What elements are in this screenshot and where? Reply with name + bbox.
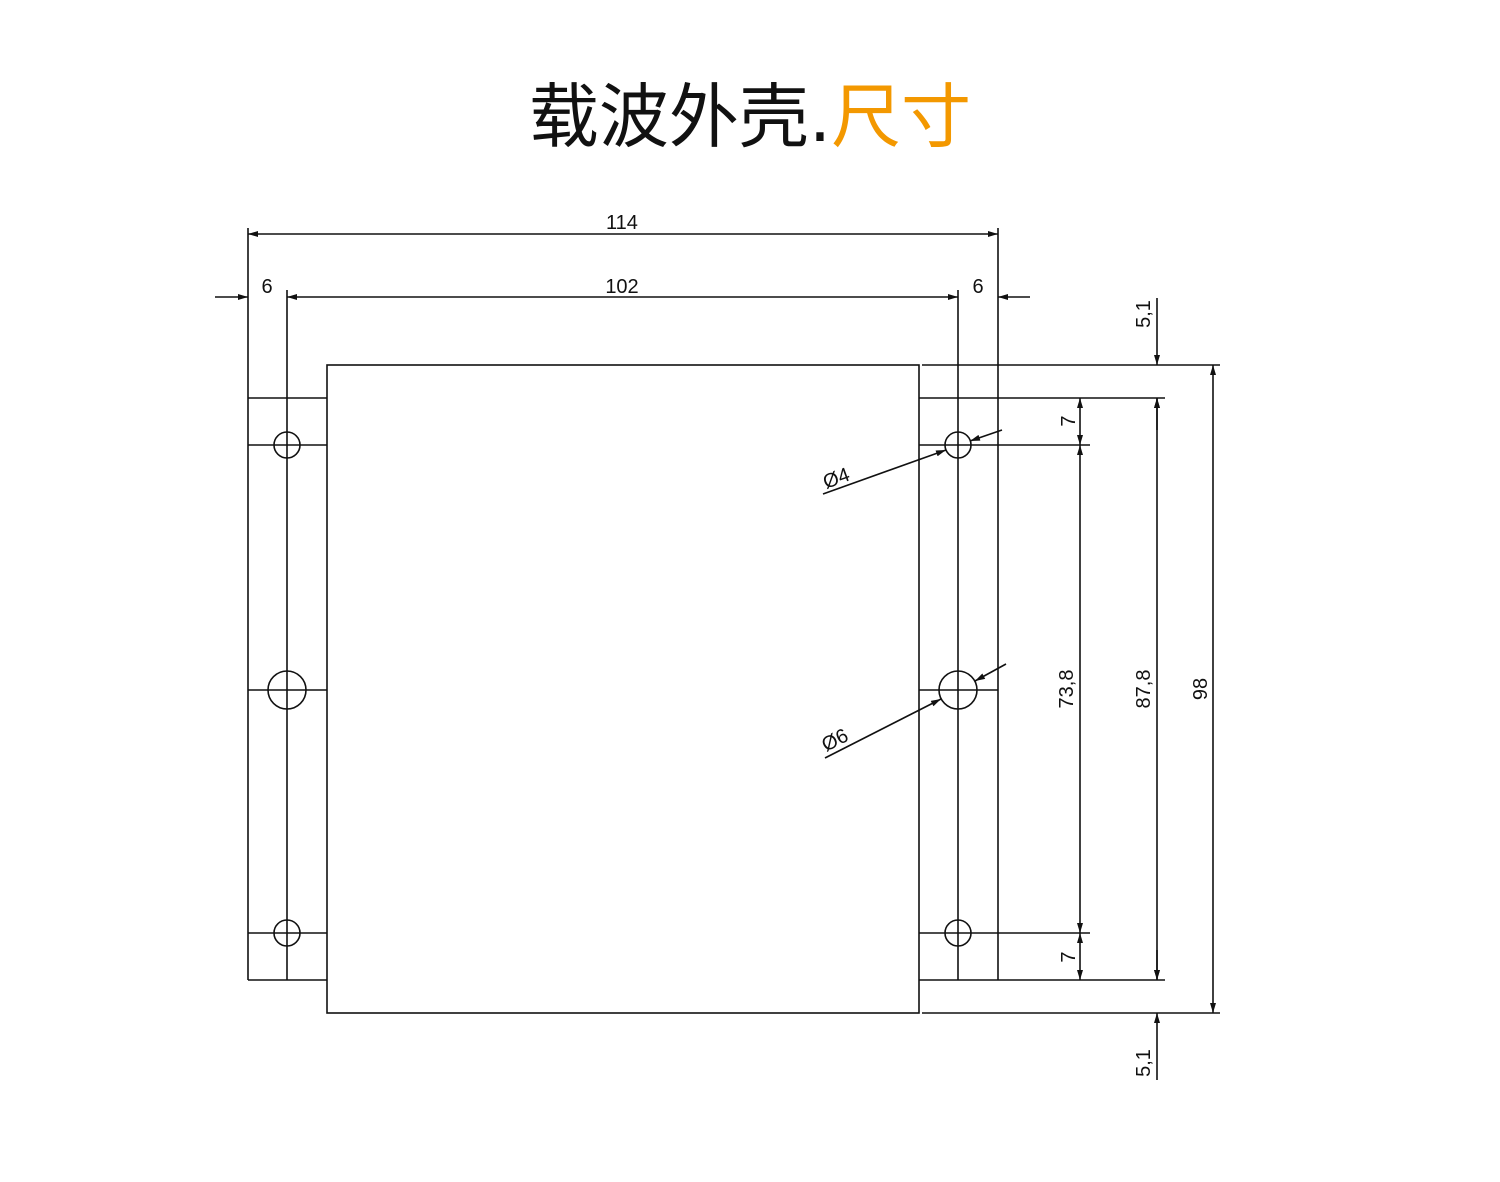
- dimension-98: 98: [1190, 365, 1216, 1013]
- dimension-87-8: 87,8: [1133, 398, 1160, 980]
- svg-text:98: 98: [1190, 678, 1212, 700]
- svg-text:114: 114: [606, 212, 638, 234]
- dimension-73-8: 73,8: [1056, 445, 1083, 933]
- right-flange: [919, 228, 1220, 1014]
- dimension-6-left: 6: [215, 276, 273, 300]
- svg-text:Ø6: Ø6: [818, 725, 852, 757]
- dimension-7-top: 7: [1058, 398, 1083, 445]
- svg-text:6: 6: [972, 276, 983, 298]
- svg-text:7: 7: [1058, 415, 1080, 426]
- svg-text:7: 7: [1058, 951, 1080, 962]
- dimension-114: 114: [248, 212, 998, 237]
- svg-text:6: 6: [261, 276, 272, 298]
- title-main: 载波外壳.: [528, 76, 832, 158]
- dimension-5-1-top: 5,1: [1133, 298, 1160, 430]
- dimension-7-bottom: 7: [1058, 933, 1083, 980]
- svg-text:73,8: 73,8: [1056, 670, 1078, 709]
- mounting-hole: [944, 431, 972, 459]
- svg-text:Ø4: Ø4: [820, 464, 853, 494]
- mounting-hole: [273, 919, 301, 947]
- dimension-5-1-bottom: 5,1: [1133, 950, 1160, 1080]
- diameter-6-leader: Ø6: [818, 663, 1007, 759]
- housing-body: [326, 364, 920, 1014]
- dimension-6-right: 6: [972, 276, 1030, 300]
- dimension-102: 102: [287, 276, 958, 300]
- svg-text:87,8: 87,8: [1133, 670, 1155, 709]
- mounting-hole-large: [267, 670, 307, 710]
- mounting-hole-large: [938, 670, 978, 710]
- mounting-hole: [944, 919, 972, 947]
- title-accent: 尺寸: [831, 76, 972, 158]
- svg-text:5,1: 5,1: [1133, 1049, 1155, 1077]
- diameter-4-leader: Ø4: [820, 429, 1003, 495]
- svg-text:5,1: 5,1: [1133, 300, 1155, 328]
- svg-text:102: 102: [605, 276, 638, 298]
- left-flange: [247, 228, 327, 981]
- mounting-hole: [273, 431, 301, 459]
- page-title: 载波外壳.尺寸: [0, 72, 1500, 162]
